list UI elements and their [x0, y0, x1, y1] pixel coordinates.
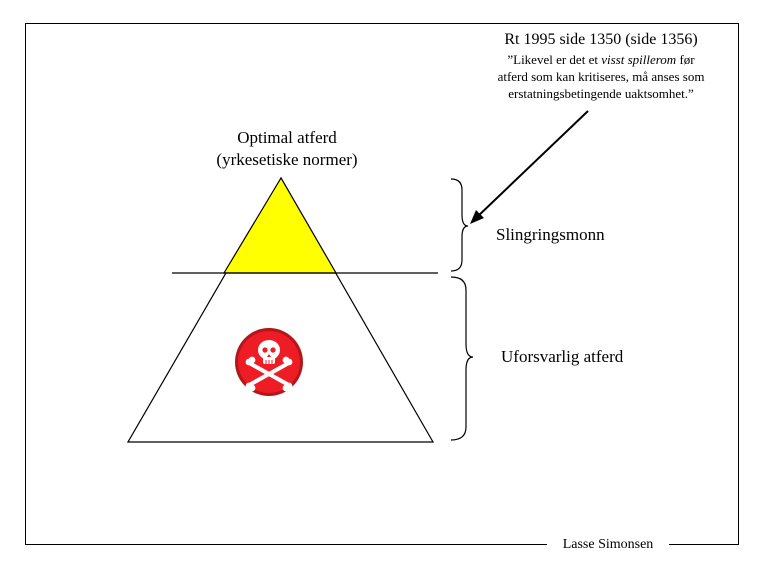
quote-emphasis: visst spillerom — [601, 52, 677, 67]
quote-line-1: ”Likevel er det et visst spillerom før — [507, 52, 695, 67]
skull-and-crossbones-icon — [235, 328, 303, 396]
slingringsmonn-label: Slingringsmonn — [496, 225, 605, 244]
optimal-behavior-label: Optimal atferd (yrkesetiske normer) — [182, 127, 392, 171]
optimal-behavior-subtitle: (yrkesetiske normer) — [216, 150, 358, 169]
pyramid-apex-optimal — [222, 176, 338, 274]
quote-line-3: erstatningsbetingende uaktsomhet.” — [508, 86, 694, 101]
quote-box: Rt 1995 side 1350 (side 1356) ”Likevel e… — [470, 30, 732, 102]
brace-lower — [450, 276, 474, 441]
slide-frame — [25, 23, 739, 545]
quote-body: ”Likevel er det et visst spillerom før a… — [470, 51, 732, 102]
author-name: Lasse Simonsen — [547, 536, 669, 554]
pyramid-triangle — [126, 176, 435, 443]
quote-arrow-head — [470, 210, 484, 224]
quote-heading: Rt 1995 side 1350 (side 1356) — [504, 31, 698, 48]
uforsvarlig-atferd-label: Uforsvarlig atferd — [501, 347, 624, 366]
brace-upper — [450, 178, 469, 272]
quote-arrow — [475, 110, 589, 219]
optimal-behavior-title: Optimal atferd — [237, 128, 337, 147]
quote-line-2: atferd som kan kritiseres, må anses som — [497, 69, 705, 84]
